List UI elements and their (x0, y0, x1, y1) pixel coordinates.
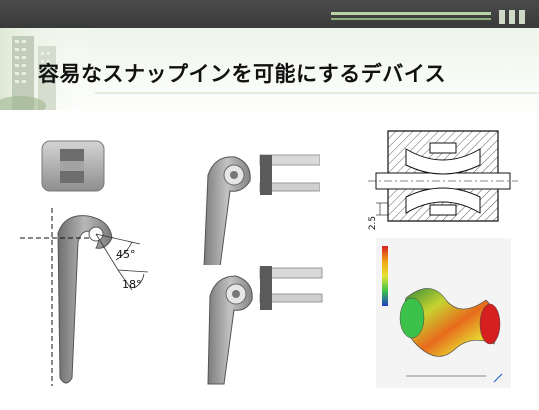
dimension-label: 2.5 (368, 215, 379, 231)
angle-label-45: 45° (116, 248, 136, 261)
slide-title: 容易なスナップインを可能にするデバイス (38, 62, 447, 86)
decorative-stripes (331, 10, 525, 24)
assembly-image-bottom (207, 266, 323, 385)
hook-diagram (20, 208, 149, 386)
title-underline (95, 92, 539, 94)
fea-stress-image (376, 238, 511, 388)
assembly-image-top (203, 154, 320, 265)
snap-clip-image (41, 140, 105, 192)
building-photo (0, 28, 95, 110)
top-bar (0, 0, 539, 28)
angle-label-18: 18° (122, 278, 142, 291)
cross-section-drawing (368, 130, 518, 222)
